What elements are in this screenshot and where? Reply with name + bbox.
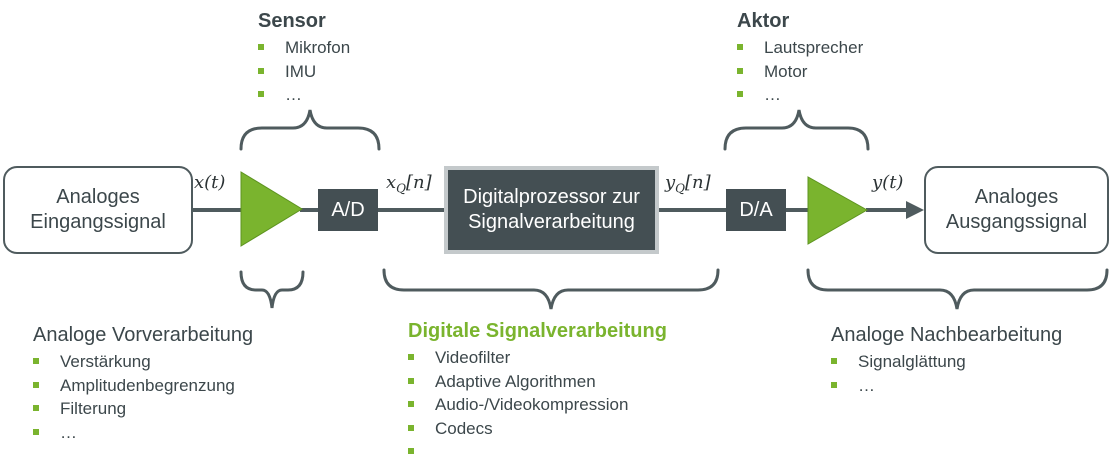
brace-post-icon [806,268,1109,310]
brace-sensor-icon [239,109,381,151]
output-signal-line2: Ausgangssignal [945,211,1088,233]
list-item: IMU [258,60,350,84]
dsp-box-line2: Signalverarbeitung [468,211,635,233]
ad-converter-label: A/D [331,198,365,221]
input-signal-line1: Analoges [56,186,140,208]
output-signal-line1: Analoges [974,186,1059,208]
list-item: Filterung [33,397,235,421]
list-item: Mikrofon [258,36,350,60]
list-item: Signalglättung [831,350,966,374]
da-converter-box: D/A [726,189,786,231]
pre-processing-title: Analoge Vorverarbeitung [33,324,254,346]
digital-processor-box: Digitalprozessor zur Signalverarbeitung [444,166,659,254]
aktor-list: Lautsprecher Motor … [737,36,863,107]
signal-x-t: x(t) [194,172,226,193]
dsp-list: Videofilter Adaptive Algorithmen Audio-/… [408,346,628,454]
signal-y-t: y(t) [872,172,904,193]
da-converter-label: D/A [739,198,773,221]
list-item: Verstärkung [33,350,235,374]
post-processing-title: Analoge Nachbearbeitung [831,324,1063,346]
signal-xq-n: xQ[n] [386,172,432,196]
sensor-title: Sensor [258,10,326,32]
pre-processing-list: Verstärkung Amplitudenbegrenzung Filteru… [33,350,235,444]
list-item: Videofilter [408,346,628,370]
dsp-box-line1: Digitalprozessor zur [463,186,640,208]
brace-pre-icon [239,270,305,309]
sensor-list: Mikrofon IMU … [258,36,350,107]
dsp-title: Digitale Signalverarbeitung [408,320,667,342]
brace-dsp-icon [382,268,720,310]
list-item: … [33,421,235,445]
arrow-head-icon [906,201,924,219]
list-item: Adaptive Algorithmen [408,370,628,394]
list-item: Amplitudenbegrenzung [33,374,235,398]
list-item: … [258,83,350,107]
ad-converter-box: A/D [318,189,378,231]
brace-aktor-icon [723,109,870,151]
list-item: Lautsprecher [737,36,863,60]
signal-yq-n: yQ[n] [665,172,711,196]
list-item: … [737,83,863,107]
post-processing-list: Signalglättung … [831,350,966,397]
pre-amplifier-icon [240,171,303,247]
post-amplifier-icon [807,176,869,245]
aktor-title: Aktor [737,10,790,32]
input-signal-box: Analoges Eingangssignal [3,166,193,254]
list-item: Audio-/Videokompression [408,393,628,417]
output-signal-box: Analoges Ausgangssignal [924,166,1109,254]
list-item: Codecs [408,417,628,441]
list-item: … [831,374,966,398]
list-item: Motor [737,60,863,84]
input-signal-line2: Eingangssignal [30,211,166,233]
